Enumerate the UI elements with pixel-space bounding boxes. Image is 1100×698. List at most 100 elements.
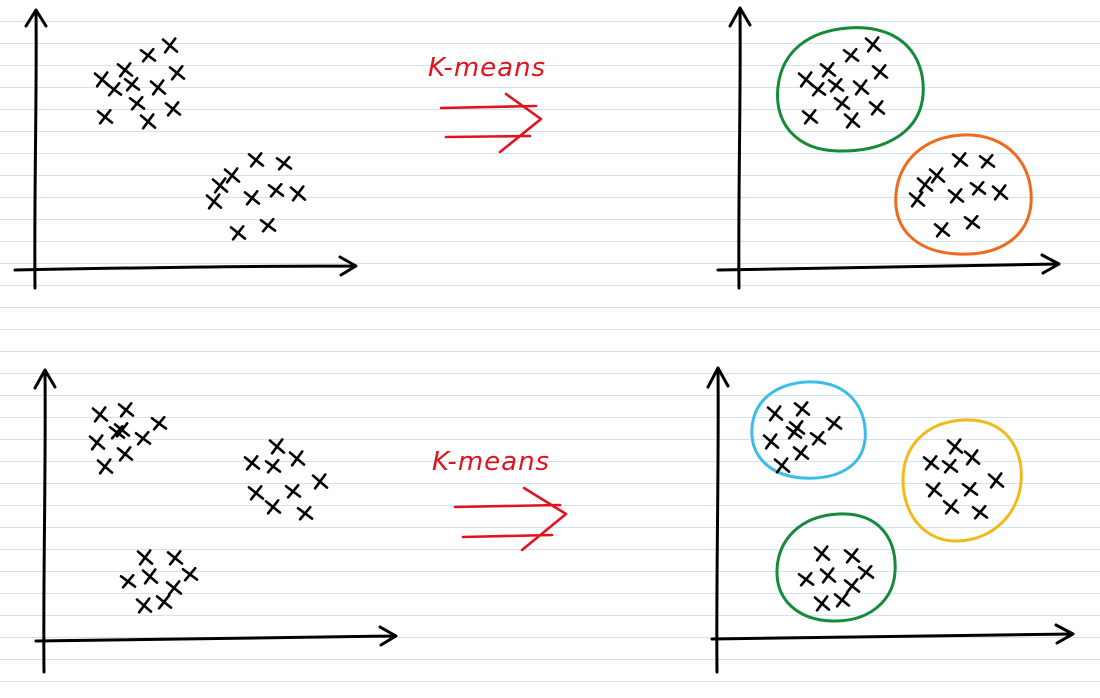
data-point [941,458,959,474]
data-point [857,564,875,580]
data-point [264,458,282,474]
data-point [833,592,851,608]
data-point [843,578,861,594]
data-point [105,81,123,97]
cluster-outline [901,418,1023,543]
data-point [139,113,157,130]
transform-arrow-1: K-means [428,53,546,154]
data-point [96,109,114,125]
data-point [268,438,286,455]
input-cluster-c [119,549,199,614]
data-point [275,155,293,171]
data-point [288,450,306,467]
data-point [908,191,926,208]
data-point [136,549,154,566]
data-point [116,62,134,78]
data-point [296,505,314,521]
example-2: K-means [33,366,1075,674]
data-point [819,567,837,584]
data-point [946,438,964,455]
data-point [223,167,241,184]
data-point [971,504,989,520]
data-point [108,424,126,440]
data-point [792,445,810,461]
data-point [942,499,960,515]
data-point [928,167,946,184]
cluster-outline [894,133,1033,256]
output-plot-2 [706,366,1075,674]
y-axis [706,366,730,674]
data-point [991,184,1009,201]
data-point [833,95,851,111]
x-axis [716,253,1061,275]
data-point [247,152,265,168]
double-arrow-icon [439,92,543,154]
data-point [161,37,179,54]
transform-arrow-2: K-means [432,447,568,552]
data-point [868,100,886,116]
data-point [88,434,106,451]
data-point [842,47,860,63]
data-point [801,109,819,125]
data-point [922,455,940,471]
data-point [843,112,861,129]
input-cluster-a [88,402,168,475]
data-point [264,499,282,515]
arrow-label: K-means [432,447,550,477]
data-point [813,595,831,612]
data-point [211,177,229,194]
data-point [123,76,141,92]
data-point [813,545,831,562]
data-point [229,225,247,241]
data-point [766,405,784,422]
data-point [916,176,934,193]
input-cluster-b [243,438,329,521]
data-point [141,568,159,585]
data-point [933,222,951,238]
input-plot-2 [33,368,398,674]
data-point [116,446,134,462]
input-cluster-b [205,152,307,241]
double-arrow-icon [453,486,568,552]
data-point [155,594,173,610]
data-point [134,430,152,446]
data-point [827,77,845,93]
data-point [166,550,184,566]
data-point [149,79,167,96]
data-point [825,415,843,431]
y-axis [24,8,48,290]
data-point [119,573,137,589]
data-point [852,79,870,96]
data-point [205,193,223,210]
data-point [267,182,285,198]
arrow-label: K-means [428,53,546,83]
data-point [925,482,943,498]
data-point [809,430,827,446]
output-cluster-a [750,380,867,480]
data-point [809,81,827,97]
data-point [181,566,199,582]
data-point [96,458,114,475]
data-point [168,65,186,81]
data-point [139,47,157,63]
x-axis [710,623,1075,645]
data-point [243,190,261,206]
data-point [128,95,146,111]
data-point [117,402,135,418]
data-point [793,401,811,417]
output-cluster-c [775,512,897,623]
data-point [165,580,183,596]
data-point [947,188,965,204]
data-point [91,406,109,423]
x-axis [34,625,398,647]
data-point [963,214,981,230]
output-cluster-a [776,26,925,153]
data-point [762,433,780,450]
data-point [963,449,981,466]
cluster-outline [750,380,867,480]
data-point [969,180,987,196]
y-axis [33,368,57,674]
data-point [978,153,996,169]
data-point [289,185,307,202]
